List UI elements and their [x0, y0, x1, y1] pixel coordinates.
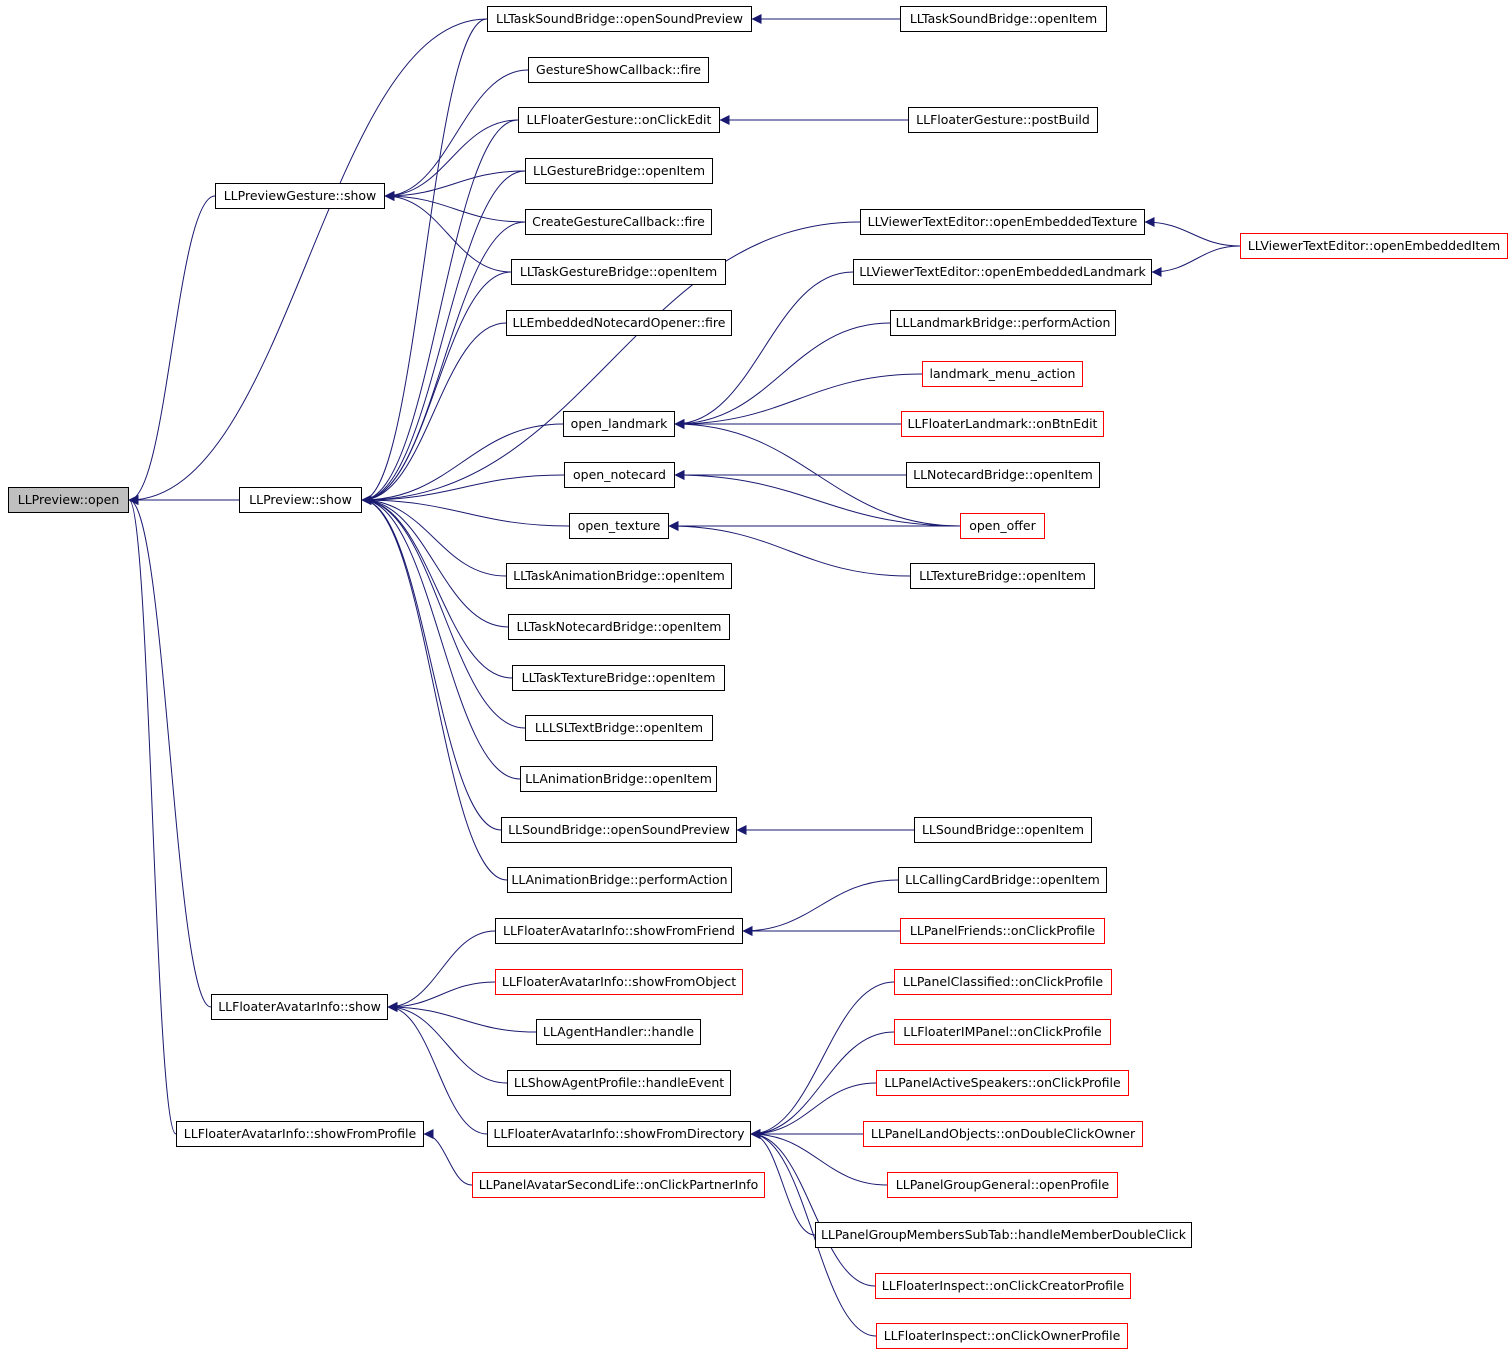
- call-edge-vte_embedded_texture-to-preview_show: [361, 221, 861, 505]
- node-landmark-menu-action[interactable]: landmark_menu_action: [922, 361, 1083, 387]
- node-task-texture-open[interactable]: LLTaskTextureBridge::openItem: [512, 665, 725, 691]
- call-edge-show_from_object-to-floater_avatar_info_show: [387, 981, 496, 1012]
- node-classified-profile[interactable]: LLPanelClassified::onClickProfile: [894, 969, 1112, 995]
- node-open-texture[interactable]: open_texture: [569, 513, 669, 539]
- call-edge-open_landmark-to-preview_show: [361, 423, 564, 505]
- call-edge-create_gesture_callback-to-preview_gesture_show: [384, 191, 526, 223]
- call-edge-vte_embedded_landmark-to-open_landmark: [674, 271, 854, 429]
- call-edge-texture_bridge_open-to-open_texture: [668, 521, 911, 577]
- call-edge-task_sound_preview-to-preview_open: [128, 18, 488, 505]
- node-open-notecard[interactable]: open_notecard: [564, 462, 675, 488]
- node-sound-bridge-open[interactable]: LLSoundBridge::openItem: [914, 817, 1092, 843]
- call-edge-task_sound_preview-to-preview_show: [361, 18, 488, 505]
- node-vte-embedded-texture[interactable]: LLViewerTextEditor::openEmbeddedTexture: [860, 209, 1145, 235]
- node-inspect-owner[interactable]: LLFloaterInspect::onClickOwnerProfile: [876, 1323, 1128, 1349]
- call-edge-inspect_creator-to-show_from_directory: [750, 1129, 876, 1287]
- node-im-panel-profile[interactable]: LLFloaterIMPanel::onClickProfile: [894, 1019, 1111, 1045]
- call-edge-animation_bridge_open-to-preview_show: [361, 495, 521, 780]
- call-edge-vte_embedded_item-to-vte_embedded_texture: [1144, 217, 1241, 247]
- node-show-from-directory[interactable]: LLFloaterAvatarInfo::showFromDirectory: [487, 1121, 751, 1147]
- node-gesture-bridge-open[interactable]: LLGestureBridge::openItem: [525, 158, 713, 184]
- node-preview-show[interactable]: LLPreview::show: [239, 487, 362, 513]
- node-preview-gesture-show[interactable]: LLPreviewGesture::show: [215, 183, 385, 209]
- call-edge-group_general_profile-to-show_from_directory: [750, 1129, 888, 1186]
- node-open-landmark[interactable]: open_landmark: [563, 411, 675, 437]
- node-floater-landmark-edit[interactable]: LLFloaterLandmark::onBtnEdit: [901, 411, 1104, 437]
- node-show-from-object[interactable]: LLFloaterAvatarInfo::showFromObject: [495, 969, 743, 995]
- call-edge-classified_profile-to-show_from_directory: [750, 981, 895, 1139]
- node-show-from-profile[interactable]: LLFloaterAvatarInfo::showFromProfile: [176, 1121, 424, 1147]
- call-edge-active_speakers_profile-to-show_from_directory: [750, 1082, 877, 1139]
- call-edge-partner_info-to-show_from_profile: [423, 1129, 473, 1186]
- call-edge-task_gesture_open-to-preview_gesture_show: [384, 191, 512, 273]
- call-edge-task_animation_open-to-preview_show: [361, 495, 507, 577]
- call-edge-gesture_bridge_open-to-preview_show: [361, 170, 526, 505]
- node-gesture-show-callback[interactable]: GestureShowCallback::fire: [528, 57, 709, 83]
- call-edge-embedded_notecard_fire-to-preview_show: [361, 322, 507, 505]
- node-partner-info[interactable]: LLPanelAvatarSecondLife::onClickPartnerI…: [472, 1172, 765, 1198]
- node-show-agent-profile[interactable]: LLShowAgentProfile::handleEvent: [507, 1070, 731, 1096]
- node-notecard-bridge-open[interactable]: LLNotecardBridge::openItem: [906, 462, 1100, 488]
- node-task-gesture-open[interactable]: LLTaskGestureBridge::openItem: [511, 259, 726, 285]
- node-calling-card-open[interactable]: LLCallingCardBridge::openItem: [898, 867, 1107, 893]
- call-edge-calling_card_open-to-show_from_friend: [742, 879, 899, 936]
- node-friends-profile[interactable]: LLPanelFriends::onClickProfile: [900, 918, 1105, 944]
- node-vte-embedded-item[interactable]: LLViewerTextEditor::openEmbeddedItem: [1240, 233, 1508, 259]
- call-edge-landmark_perform-to-open_landmark: [674, 322, 891, 429]
- node-group-members-dblclick[interactable]: LLPanelGroupMembersSubTab::handleMemberD…: [815, 1222, 1192, 1248]
- node-open-offer[interactable]: open_offer: [960, 513, 1045, 539]
- call-edge-show_from_profile-to-preview_open: [128, 495, 177, 1135]
- call-edge-floater_avatar_info_show-to-preview_open: [128, 495, 212, 1008]
- call-edge-preview_gesture_show-to-preview_open: [128, 195, 216, 505]
- node-task-animation-open[interactable]: LLTaskAnimationBridge::openItem: [506, 563, 732, 589]
- call-edge-gesture_bridge_open-to-preview_gesture_show: [384, 170, 526, 201]
- node-preview-open[interactable]: LLPreview::open: [8, 487, 129, 513]
- call-edge-task_texture_open-to-preview_show: [361, 495, 513, 679]
- node-sound-bridge-preview[interactable]: LLSoundBridge::openSoundPreview: [501, 817, 737, 843]
- call-edge-show_from_directory-to-floater_avatar_info_show: [387, 1002, 488, 1135]
- node-floater-avatar-info-show[interactable]: LLFloaterAvatarInfo::show: [211, 994, 388, 1020]
- node-lsl-text-open[interactable]: LLLSLTextBridge::openItem: [525, 715, 713, 741]
- call-edge-animation_perform-to-preview_show: [361, 495, 508, 881]
- call-edge-landmark_menu_action-to-open_landmark: [674, 373, 923, 429]
- call-edge-gesture_show_callback-to-preview_gesture_show: [384, 69, 529, 201]
- node-task-notecard-open[interactable]: LLTaskNotecardBridge::openItem: [508, 614, 730, 640]
- node-embedded-notecard-fire[interactable]: LLEmbeddedNotecardOpener::fire: [506, 310, 732, 336]
- call-edge-im_panel_profile-to-show_from_directory: [750, 1031, 895, 1139]
- node-task-sound-preview[interactable]: LLTaskSoundBridge::openSoundPreview: [487, 6, 752, 32]
- node-floater-gesture-edit[interactable]: LLFloaterGesture::onClickEdit: [518, 107, 720, 133]
- call-edge-agent_handler-to-floater_avatar_info_show: [387, 1002, 537, 1033]
- call-edge-task_notecard_open-to-preview_show: [361, 495, 509, 628]
- node-floater-gesture-postbuild[interactable]: LLFloaterGesture::postBuild: [908, 107, 1098, 133]
- node-inspect-creator[interactable]: LLFloaterInspect::onClickCreatorProfile: [875, 1273, 1131, 1299]
- call-edge-sound_bridge_preview-to-preview_show: [361, 495, 502, 831]
- node-show-from-friend[interactable]: LLFloaterAvatarInfo::showFromFriend: [495, 918, 743, 944]
- node-animation-bridge-open[interactable]: LLAnimationBridge::openItem: [520, 766, 717, 792]
- call-edge-open_texture-to-preview_show: [361, 495, 570, 527]
- call-edge-floater_gesture_edit-to-preview_gesture_show: [384, 119, 519, 201]
- call-edge-vte_embedded_item-to-vte_embedded_landmark: [1151, 245, 1241, 277]
- node-task-sound-open[interactable]: LLTaskSoundBridge::openItem: [900, 6, 1107, 32]
- call-edge-open_offer-to-open_notecard: [674, 470, 961, 527]
- node-agent-handler[interactable]: LLAgentHandler::handle: [536, 1019, 701, 1045]
- call-edge-task_gesture_open-to-preview_show: [361, 271, 512, 505]
- node-group-general-profile[interactable]: LLPanelGroupGeneral::openProfile: [887, 1172, 1118, 1198]
- node-texture-bridge-open[interactable]: LLTextureBridge::openItem: [910, 563, 1095, 589]
- call-edge-floater_gesture_edit-to-preview_show: [361, 119, 519, 505]
- node-landmark-perform[interactable]: LLLandmarkBridge::performAction: [890, 310, 1116, 336]
- node-create-gesture-callback[interactable]: CreateGestureCallback::fire: [525, 209, 712, 235]
- node-land-objects-owner[interactable]: LLPanelLandObjects::onDoubleClickOwner: [863, 1121, 1143, 1147]
- node-active-speakers-profile[interactable]: LLPanelActiveSpeakers::onClickProfile: [876, 1070, 1129, 1096]
- call-edge-lsl_text_open-to-preview_show: [361, 495, 526, 729]
- call-edge-show_agent_profile-to-floater_avatar_info_show: [387, 1002, 508, 1084]
- call-edge-open_notecard-to-preview_show: [361, 474, 565, 505]
- call-edge-show_from_friend-to-floater_avatar_info_show: [387, 930, 496, 1012]
- node-vte-embedded-landmark[interactable]: LLViewerTextEditor::openEmbeddedLandmark: [853, 259, 1152, 285]
- node-animation-perform[interactable]: LLAnimationBridge::performAction: [507, 867, 732, 893]
- call-edge-inspect_owner-to-show_from_directory: [750, 1129, 877, 1337]
